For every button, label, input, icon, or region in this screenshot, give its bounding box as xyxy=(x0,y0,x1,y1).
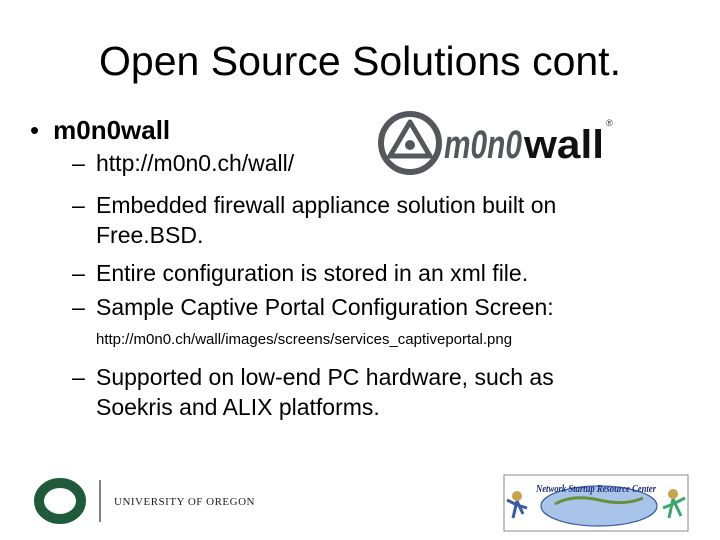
bullet-m0n0wall: • m0n0wall xyxy=(30,114,170,146)
sub-item-config: –Entire configuration is stored in an xm… xyxy=(72,258,528,288)
dash: – xyxy=(72,364,85,390)
sub-item-continuation: Soekris and ALIX platforms. xyxy=(96,394,380,420)
nsrc-globe-icon xyxy=(540,485,658,527)
bullet-text: m0n0wall xyxy=(53,115,171,145)
dash: – xyxy=(72,294,85,320)
captive-portal-url: http://m0n0.ch/wall/images/screens/servi… xyxy=(96,331,513,348)
sub-item-text: Entire configuration is stored in an xml… xyxy=(96,260,529,286)
sub-item-hardware: –Supported on low-end PC hardware, such … xyxy=(72,362,554,422)
sub-item-text: http://m0n0.ch/wall/ xyxy=(96,150,295,176)
nsrc-wordmark: Network Startup Resource Center xyxy=(535,484,656,495)
university-of-oregon-logo: UNIVERSITY OF OREGON xyxy=(34,478,255,524)
nsrc-logo: Network Startup Resource Center xyxy=(503,474,689,532)
nsrc-figure-right-head xyxy=(668,489,678,499)
nsrc-figure-left-icon xyxy=(506,498,528,519)
uo-wordmark: UNIVERSITY OF OREGON xyxy=(114,496,255,508)
dash: – xyxy=(72,150,85,176)
m0n0wall-logo: m0n0 wall ® xyxy=(378,111,613,175)
sub-item-text: Sample Captive Portal Configuration Scre… xyxy=(96,294,554,320)
nsrc-figure-left-head xyxy=(512,491,522,501)
nsrc-figure-right-icon xyxy=(662,496,686,519)
logo-ring xyxy=(378,111,442,175)
logo-dot xyxy=(405,140,415,150)
logo-text-wall: wall xyxy=(523,123,604,167)
sub-item-embedded: –Embedded firewall appliance solution bu… xyxy=(72,190,556,250)
sub-item-captive-portal: –Sample Captive Portal Configuration Scr… xyxy=(72,292,554,322)
dash: – xyxy=(72,192,85,218)
registered-mark: ® xyxy=(606,118,613,128)
sub-item-continuation: Free.BSD. xyxy=(96,222,204,248)
uo-o-icon xyxy=(34,478,86,524)
logo-text-m0n0: m0n0 xyxy=(444,123,522,167)
logo-triangle xyxy=(387,119,433,159)
sub-item-text: Supported on low-end PC hardware, such a… xyxy=(96,364,554,390)
sub-item-url: –http://m0n0.ch/wall/ xyxy=(72,148,294,178)
dash: – xyxy=(72,260,85,286)
sub-item-text: Embedded firewall appliance solution bui… xyxy=(96,192,557,218)
slide-title: Open Source Solutions cont. xyxy=(99,38,621,84)
nsrc-land xyxy=(554,496,644,506)
bullet-symbol: • xyxy=(30,115,40,145)
